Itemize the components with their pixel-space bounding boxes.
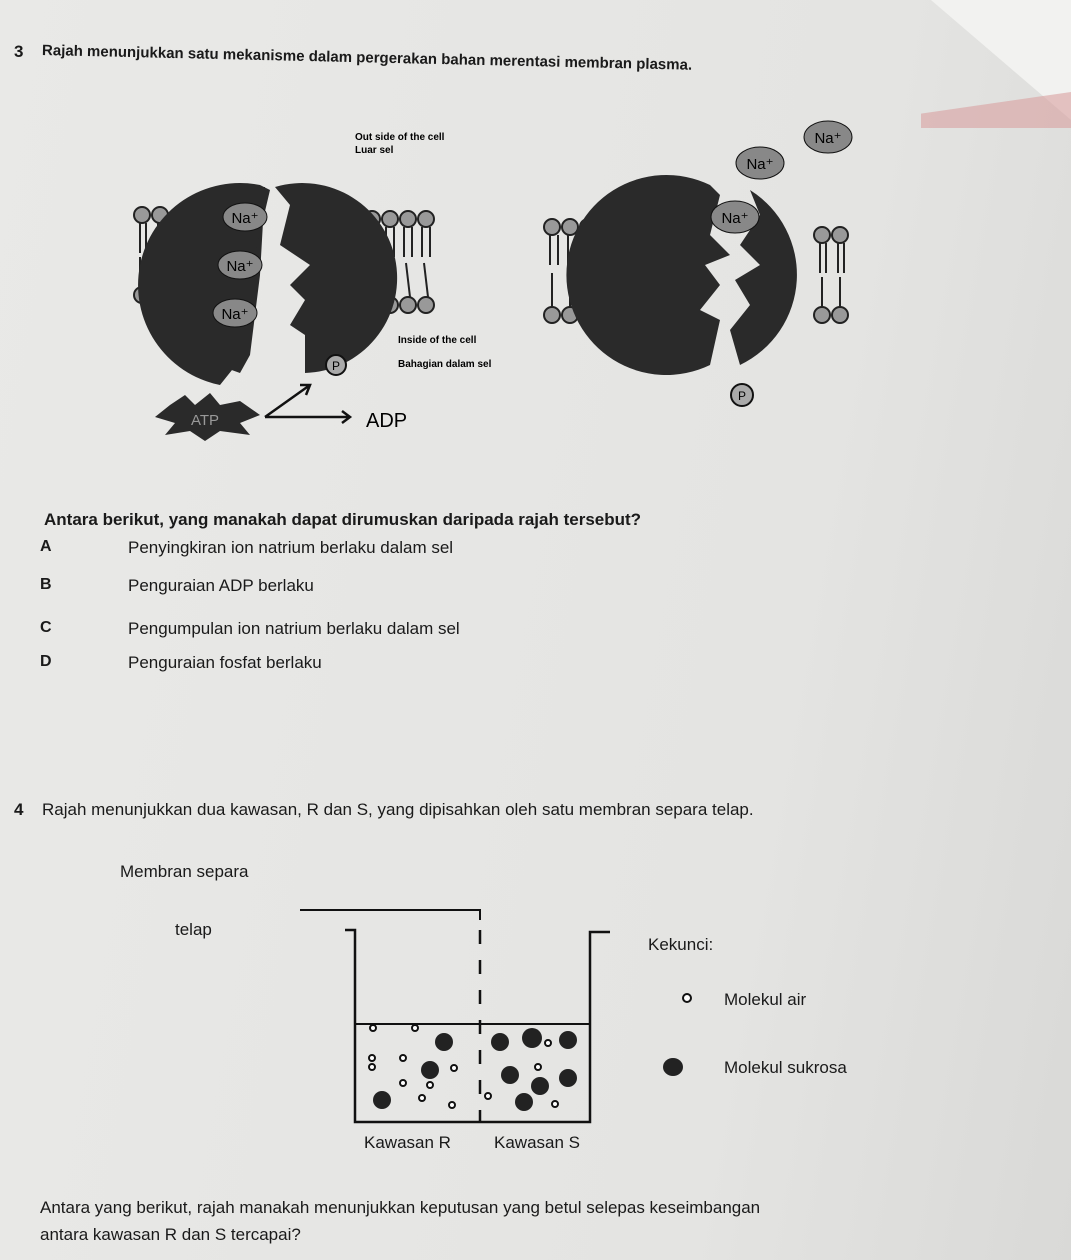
option-text: Penyingkiran ion natrium berlaku dalam s… [128,538,454,557]
svg-text:Na⁺: Na⁺ [221,306,248,323]
sodium-pump-diagram: Na⁺ Na⁺ Na⁺ P ATP ADP Out side of the ce… [133,120,853,441]
key-title: Kekunci: [648,935,714,954]
sodium-ion: Na⁺ [222,202,268,232]
pump-protein-open-outside [566,175,730,375]
sodium-ion: Na⁺ [803,120,853,154]
q4-number: 4 [14,800,24,819]
key-water-label: Molekul air [724,990,807,1009]
option-letter: C [40,619,52,636]
water-molecules [368,1024,559,1109]
region-s-label: Kawasan S [494,1133,580,1152]
inside-label-ms: Bahagian dalam sel [398,359,492,370]
option-letter: B [40,576,52,593]
page-edge-stripe [921,92,1071,128]
atp-star: ATP [155,393,260,441]
membrane-pointer [300,909,481,920]
adp-label: ADP [366,410,407,432]
inside-label-en: Inside of the cell [398,335,477,346]
q3-number: 3 [14,42,24,61]
svg-text:Na⁺: Na⁺ [814,130,841,147]
q3-question: Antara berikut, yang manakah dapat dirum… [44,510,642,529]
option-text: Penguraian ADP berlaku [128,576,314,595]
svg-text:P: P [332,359,340,373]
reaction-arrow [264,383,353,424]
phosphate-left: P [325,354,347,376]
sodium-ion: Na⁺ [735,146,785,180]
membrane-label-line2: telap [175,920,212,939]
outside-label-en: Out side of the cell [355,132,445,143]
outside-label-ms: Luar sel [355,145,394,156]
option-letter: D [40,653,52,670]
sucrose-molecules [373,1028,577,1111]
q4-question-line2: antara kawasan R dan S tercapai? [40,1225,301,1244]
svg-text:Na⁺: Na⁺ [226,258,253,275]
sodium-ion: Na⁺ [710,200,760,234]
water-molecule-key-icon [682,993,692,1003]
option-text: Pengumpulan ion natrium berlaku dalam se… [128,619,460,638]
beaker [345,928,610,1124]
region-r-label: Kawasan R [364,1133,451,1152]
sodium-ion: Na⁺ [212,298,258,328]
option-text: Penguraian fosfat berlaku [128,653,322,672]
q4-stem: Rajah menunjukkan dua kawasan, R dan S, … [42,800,754,819]
pump-protein-open-inside [275,183,398,373]
svg-text:Na⁺: Na⁺ [746,156,773,173]
svg-text:Na⁺: Na⁺ [231,210,258,227]
sucrose-molecule-key-icon [663,1058,683,1076]
option-letter: A [40,538,52,555]
phosphate-right: P [730,383,754,407]
sodium-ion: Na⁺ [217,250,263,280]
svg-text:Na⁺: Na⁺ [721,210,748,227]
osmosis-beaker-diagram [300,909,610,1124]
membrane-right-b [813,226,849,324]
q3-stem: Rajah menunjukkan satu mekanisme dalam p… [41,42,693,74]
membrane-label-line1: Membran separa [120,862,249,881]
q4-question-line1: Antara yang berikut, rajah manakah menun… [40,1198,761,1217]
svg-text:ATP: ATP [191,412,219,429]
key-sucrose-label: Molekul sukrosa [724,1058,847,1077]
svg-text:P: P [738,389,746,403]
